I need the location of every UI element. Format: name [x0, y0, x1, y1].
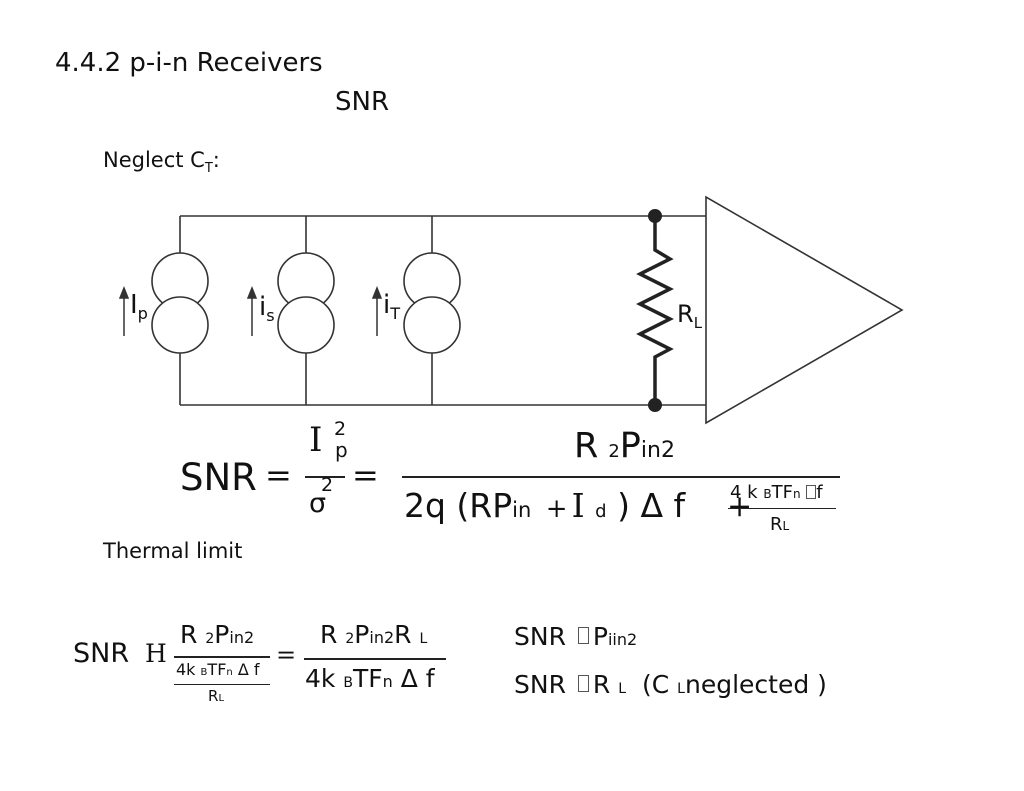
eq1-den-sigma: σ	[309, 488, 327, 519]
source-label-is: is	[259, 292, 275, 326]
resistor-rl	[636, 216, 674, 405]
eq1-frac-bar-main	[402, 476, 840, 478]
neglect-sub: T	[204, 161, 213, 177]
eq1-num-i: I	[309, 420, 323, 460]
eq1-small-denominator: RL	[770, 514, 790, 535]
source-label-ip: Ip	[130, 290, 148, 324]
eq2-approx: H	[145, 639, 167, 668]
eq2-lhs: SNR	[73, 638, 130, 669]
proportional-line-2: SNR R L (C Lneglected )	[514, 670, 827, 699]
eq1-small-numerator: 4 k BTFn f	[730, 482, 823, 503]
amplifier-triangle	[705, 195, 904, 425]
resistor-label: RL	[677, 300, 702, 332]
eq1-frac-bar-1	[305, 476, 345, 478]
eq1-lhs: SNR	[180, 456, 257, 499]
eq2-frac1-bar	[174, 656, 270, 658]
eq1-den-sup: 2	[321, 474, 334, 496]
eq2-frac2-denominator: 4k BTFn Δ f	[305, 664, 435, 693]
slide-subtitle: SNR	[335, 87, 390, 117]
eq2-frac1-den-top: 4k BTFn Δ f	[176, 660, 260, 679]
eq1-num-sub: p	[335, 438, 348, 462]
eq2-equals: =	[276, 641, 297, 669]
source-label-it: iT	[383, 290, 401, 324]
current-source-ip	[151, 252, 209, 354]
current-source-is	[277, 252, 335, 354]
eq1-num-sup: 2	[334, 418, 347, 440]
eq1-rhs-denominator: 2q (RPin +I d ) Δ f	[404, 486, 686, 525]
eq1-plus-2: +	[727, 489, 753, 524]
eq2-frac1-den-bottom: RL	[208, 687, 225, 705]
thermal-limit-label: Thermal limit	[103, 539, 243, 563]
neglect-colon: :	[212, 148, 220, 172]
eq1-equals-2: =	[352, 456, 379, 494]
eq2-frac2-bar	[304, 658, 446, 660]
current-source-it	[403, 252, 461, 354]
section-heading: 4.4.2 p-i-n Receivers	[55, 48, 323, 78]
neglect-label: Neglect CT:	[103, 148, 220, 176]
eq1-small-frac-bar	[728, 508, 836, 509]
eq1-equals: =	[265, 456, 292, 494]
neglect-text: Neglect C	[103, 148, 205, 172]
proportional-line-1: SNR Piin2	[514, 622, 638, 651]
eq2-frac1-inner-bar	[174, 684, 270, 685]
